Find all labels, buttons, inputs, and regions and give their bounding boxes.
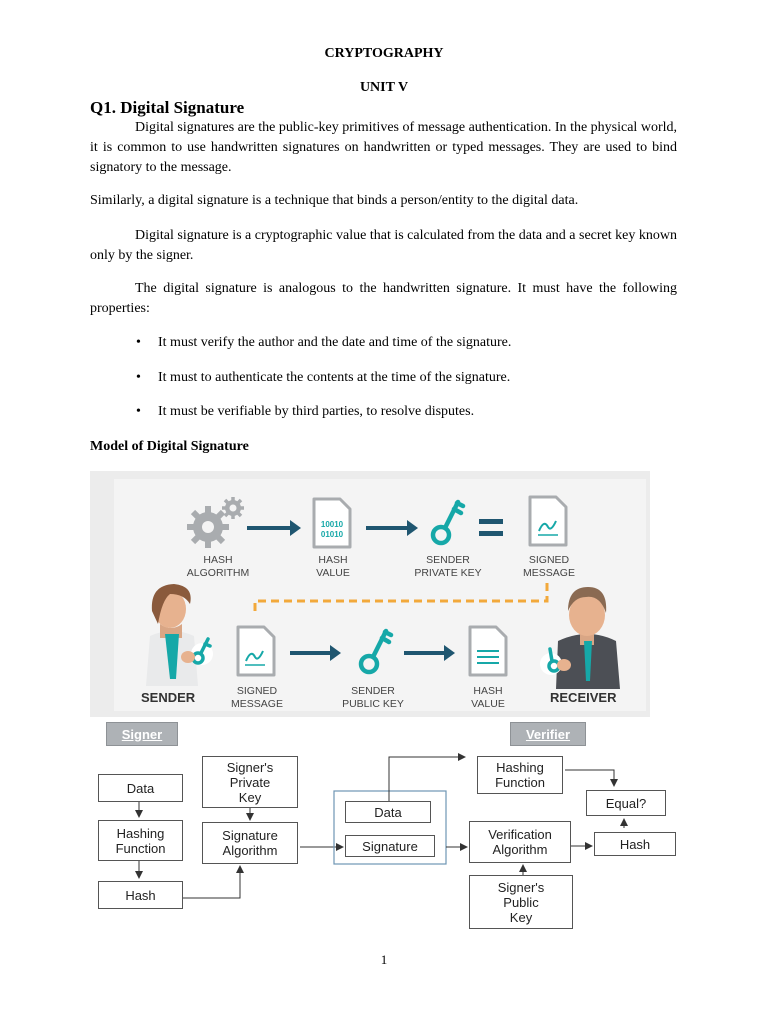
signed-document-icon — [236, 625, 276, 677]
bundle-data-box: Data — [345, 801, 431, 823]
receiver-label: RECEIVER — [550, 690, 617, 705]
signed-document-icon — [528, 495, 568, 547]
paragraph-1: Digital signatures are the public-key pr… — [90, 120, 677, 175]
signer-tag: Signer — [106, 722, 178, 746]
bundle-signature-box: Signature — [345, 835, 435, 857]
equals-icon — [479, 519, 503, 536]
bullet-item: It must to authenticate the contents at … — [158, 370, 511, 385]
verification-algorithm-box: Verification Algorithm — [469, 821, 571, 863]
document-subject: CRYPTOGRAPHY — [324, 46, 444, 61]
label-hash-algorithm: HASH ALGORITHM — [186, 554, 250, 579]
verify-hash-box: Hash — [594, 832, 676, 856]
page-number: 1 — [380, 952, 388, 967]
svg-text:10010: 10010 — [321, 520, 344, 529]
binary-document-icon: 10010 01010 — [312, 497, 352, 549]
model-heading: Model of Digital Signature — [90, 439, 249, 454]
verifier-tag: Verifier — [510, 722, 586, 746]
verify-hashing-function-box: Hashing Function — [477, 756, 563, 794]
label-sender-public-key: SENDER PUBLIC KEY — [342, 685, 404, 710]
bullet-item: It must verify the author and the date a… — [158, 335, 512, 350]
label-signed-message-bottom: SIGNED MESSAGE — [231, 685, 283, 710]
flow-connectors — [135, 753, 628, 899]
sender-label: SENDER — [141, 690, 196, 705]
receiver-figure — [540, 587, 620, 689]
signers-public-key-box: Signer's Public Key — [469, 875, 573, 929]
bullet-item: It must be verifiable by third parties, … — [158, 404, 475, 419]
label-sender-private-key: SENDER PRIVATE KEY — [414, 554, 482, 579]
key-icon — [430, 499, 466, 546]
signature-algorithm-box: Signature Algorithm — [202, 822, 298, 864]
label-hash-value-bottom: HASH VALUE — [471, 685, 505, 710]
signers-private-key-box: Signer's Private Key — [202, 756, 298, 808]
infographic-drawing: 10010 01010 — [146, 495, 620, 689]
gears-icon — [187, 497, 244, 548]
paragraph-2: Similarly, a digital signature is a tech… — [90, 193, 579, 208]
label-signed-message-top: SIGNED MESSAGE — [523, 554, 575, 579]
question-title: Q1. Digital Signature — [90, 98, 245, 117]
svg-text:01010: 01010 — [321, 530, 344, 539]
paragraph-3: Digital signature is a cryptographic val… — [90, 228, 677, 263]
unit-heading: UNIT V — [359, 80, 409, 95]
lined-document-icon — [468, 625, 508, 677]
paragraph-4: The digital signature is analogous to th… — [90, 281, 677, 316]
bullet-marker: • — [136, 335, 141, 350]
bullet-marker: • — [136, 404, 141, 419]
equal-box: Equal? — [586, 790, 666, 816]
data-box: Data — [98, 774, 183, 802]
hashing-function-box: Hashing Function — [98, 820, 183, 861]
bullet-marker: • — [136, 370, 141, 385]
label-hash-value: HASH VALUE — [316, 554, 350, 579]
hash-box: Hash — [98, 881, 183, 909]
sender-figure — [146, 584, 213, 686]
key-icon — [358, 628, 394, 675]
